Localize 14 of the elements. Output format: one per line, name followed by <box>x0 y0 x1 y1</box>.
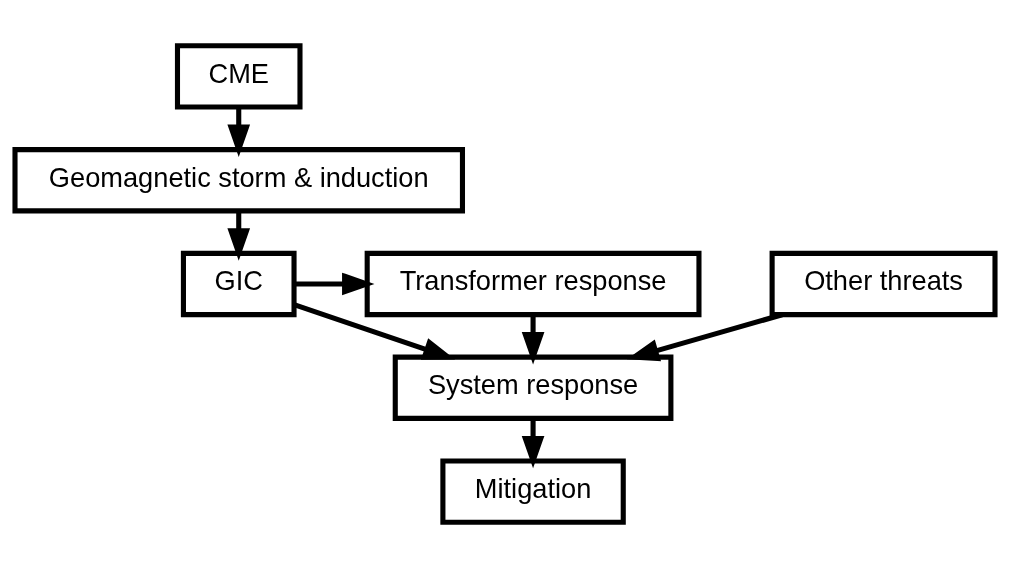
arrow <box>227 210 251 261</box>
arrow <box>227 106 251 157</box>
node-box: Mitigation <box>440 457 626 525</box>
node-box: CME <box>174 42 303 110</box>
arrow <box>293 301 456 360</box>
node-box: Transformer response <box>364 250 702 317</box>
node-box: System response <box>392 354 674 421</box>
node-box: GIC <box>180 250 297 317</box>
node-box: Other threats <box>769 250 998 317</box>
arrow <box>626 311 783 361</box>
arrow <box>521 418 545 468</box>
arrow <box>294 272 375 295</box>
node-box: Geomagnetic storm & induction <box>12 146 466 213</box>
arrow <box>521 314 545 364</box>
